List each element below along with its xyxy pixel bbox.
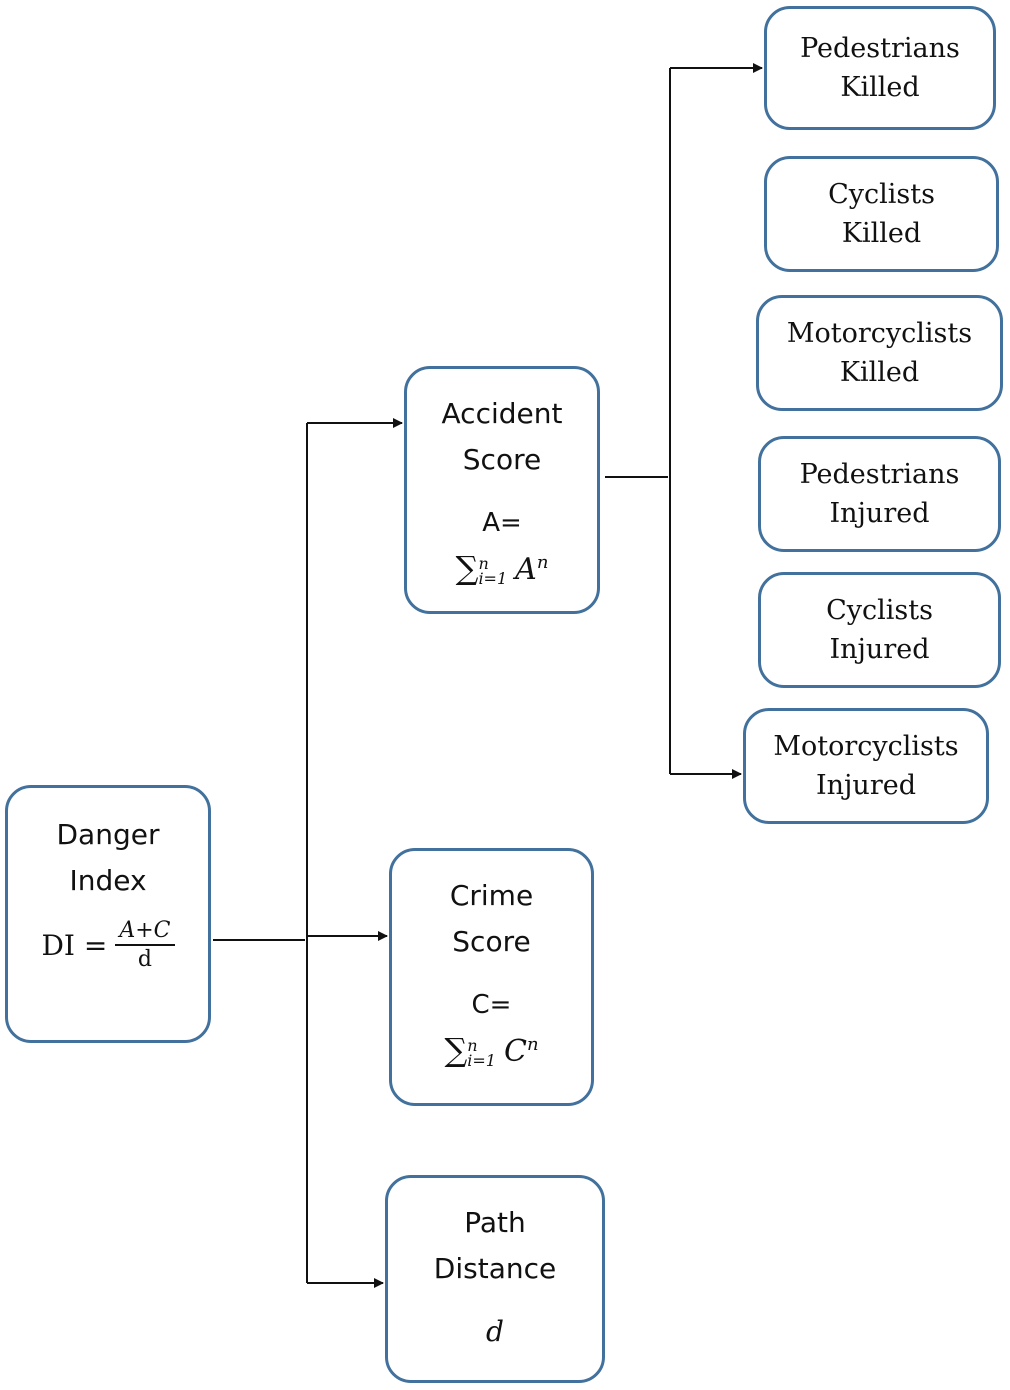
crime-term-power: n: [526, 1034, 539, 1055]
crime-sum-lower: i=1: [467, 1051, 496, 1070]
danger-index-title-line2: Index: [69, 864, 147, 897]
danger-index-denominator: d: [137, 947, 152, 972]
danger-index-fraction: A+C d: [115, 918, 175, 974]
accident-sum-upper: n: [478, 554, 489, 573]
crime-sum-upper: n: [467, 1036, 478, 1055]
accident-score-title-line1: Accident: [441, 397, 563, 430]
accident-score-formula-eq: A=: [482, 508, 522, 538]
motorcyclists-injured-box: Motorcyclists Injured: [743, 708, 989, 824]
accident-score-title-line2: Score: [462, 443, 542, 476]
path-distance-variable: d: [486, 1315, 504, 1348]
crime-score-formula-eq: C=: [471, 990, 512, 1020]
category-label-line1: Cyclists: [826, 595, 933, 626]
pedestrians-injured-box: Pedestrians Injured: [758, 436, 1001, 552]
path-distance-title-line2: Distance: [433, 1252, 557, 1285]
crime-score-title-line2: Score: [452, 925, 531, 958]
danger-index-title-line1: Danger: [56, 818, 160, 851]
accident-term-power: n: [536, 552, 549, 573]
cyclists-injured-box: Cyclists Injured: [758, 572, 1001, 688]
danger-index-formula: DI = A+C d: [41, 918, 175, 974]
category-label-line1: Motorcyclists: [773, 731, 959, 762]
category-label-line2: Killed: [839, 357, 920, 388]
danger-index-box: Danger Index DI = A+C d: [5, 785, 211, 1043]
path-distance-box: Path Distance d: [385, 1175, 605, 1383]
category-label-line1: Cyclists: [828, 179, 935, 210]
accident-term-var: A: [515, 552, 537, 587]
pedestrians-killed-box: Pedestrians Killed: [764, 6, 996, 130]
category-label-line1: Pedestrians: [800, 33, 960, 64]
cyclists-killed-box: Cyclists Killed: [764, 156, 999, 272]
category-label-line2: Killed: [841, 218, 922, 249]
crime-score-title-line1: Crime: [449, 879, 534, 912]
category-label-line2: Injured: [829, 634, 930, 665]
category-label-line2: Injured: [829, 498, 930, 529]
category-label-line1: Motorcyclists: [786, 318, 973, 349]
path-distance-title-line1: Path: [464, 1206, 526, 1239]
danger-index-numerator: A+C: [115, 918, 175, 946]
category-label-line2: Injured: [816, 770, 916, 801]
danger-index-formula-lhs: DI =: [41, 929, 108, 962]
category-label-line1: Pedestrians: [799, 459, 960, 490]
crime-term-var: C: [503, 1034, 527, 1069]
crime-sum-symbol: ∑: [444, 1031, 468, 1069]
motorcyclists-killed-box: Motorcyclists Killed: [756, 295, 1003, 411]
accident-sum-symbol: ∑: [455, 549, 479, 587]
category-label-line2: Killed: [840, 72, 920, 103]
accident-sum-lower: i=1: [478, 569, 508, 588]
